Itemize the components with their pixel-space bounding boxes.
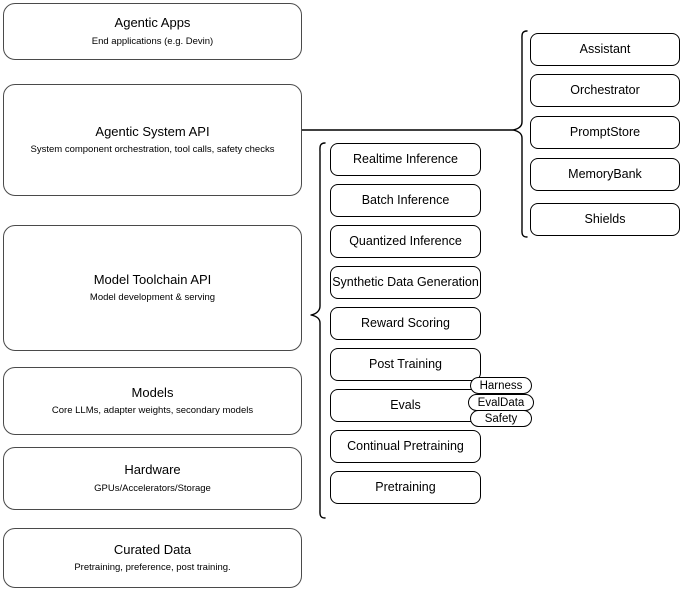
component-label: Realtime Inference bbox=[353, 151, 458, 166]
component-label: MemoryBank bbox=[568, 166, 642, 181]
component-label: PromptStore bbox=[569, 124, 641, 139]
component-label: Shields bbox=[584, 211, 626, 226]
component-label: Assistant bbox=[579, 41, 631, 56]
layer-subtitle: Model development & serving bbox=[89, 292, 216, 304]
layer-title: Agentic Apps bbox=[114, 15, 191, 31]
component-label: Pretraining bbox=[375, 479, 436, 494]
component-batch-inference[interactable]: Batch Inference bbox=[330, 184, 481, 217]
component-memorybank[interactable]: MemoryBank bbox=[530, 158, 680, 191]
component-evals[interactable]: Evals bbox=[330, 389, 481, 422]
component-label: Evals bbox=[390, 397, 421, 412]
layer-title: Model Toolchain API bbox=[93, 271, 212, 287]
tag-label: EvalData bbox=[477, 396, 525, 409]
component-label: Quantized Inference bbox=[349, 233, 462, 248]
tag-label: Harness bbox=[479, 379, 523, 392]
layer-subtitle: Core LLMs, adapter weights, secondary mo… bbox=[51, 405, 254, 417]
layer-model-toolchain-api[interactable]: Model Toolchain API Model development & … bbox=[3, 225, 302, 351]
layer-hardware[interactable]: Hardware GPUs/Accelerators/Storage bbox=[3, 447, 302, 510]
layer-models[interactable]: Models Core LLMs, adapter weights, secon… bbox=[3, 367, 302, 435]
layer-title: Curated Data bbox=[113, 541, 192, 557]
component-label: Post Training bbox=[369, 356, 442, 371]
component-pretraining[interactable]: Pretraining bbox=[330, 471, 481, 504]
layer-subtitle: GPUs/Accelerators/Storage bbox=[94, 482, 211, 494]
component-label: Synthetic Data Generation bbox=[332, 274, 479, 289]
layer-title: Hardware bbox=[124, 462, 181, 478]
brace-agentic-components bbox=[512, 30, 528, 238]
component-quantized-inference[interactable]: Quantized Inference bbox=[330, 225, 481, 258]
layer-curated-data[interactable]: Curated Data Pretraining, preference, po… bbox=[3, 528, 302, 588]
layer-agentic-system-api[interactable]: Agentic System API System component orch… bbox=[3, 84, 302, 196]
component-orchestrator[interactable]: Orchestrator bbox=[530, 74, 680, 107]
component-promptstore[interactable]: PromptStore bbox=[530, 116, 680, 149]
layer-agentic-apps[interactable]: Agentic Apps End applications (e.g. Devi… bbox=[3, 3, 302, 60]
component-post-training[interactable]: Post Training bbox=[330, 348, 481, 381]
component-label: Reward Scoring bbox=[361, 315, 450, 330]
tag-safety[interactable]: Safety bbox=[470, 410, 532, 427]
layer-subtitle: Pretraining, preference, post training. bbox=[74, 562, 231, 574]
component-label: Continual Pretraining bbox=[347, 438, 464, 453]
layer-subtitle: End applications (e.g. Devin) bbox=[91, 35, 214, 47]
brace-toolchain-components bbox=[310, 142, 326, 519]
tag-harness[interactable]: Harness bbox=[470, 377, 532, 394]
layer-title: Agentic System API bbox=[95, 123, 210, 139]
component-shields[interactable]: Shields bbox=[530, 203, 680, 236]
tag-evaldata[interactable]: EvalData bbox=[468, 394, 534, 411]
tag-label: Safety bbox=[484, 412, 518, 425]
component-reward-scoring[interactable]: Reward Scoring bbox=[330, 307, 481, 340]
component-label: Batch Inference bbox=[361, 192, 450, 207]
component-assistant[interactable]: Assistant bbox=[530, 33, 680, 66]
layer-subtitle: System component orchestration, tool cal… bbox=[30, 144, 275, 156]
component-continual-pretraining[interactable]: Continual Pretraining bbox=[330, 430, 481, 463]
component-realtime-inference[interactable]: Realtime Inference bbox=[330, 143, 481, 176]
layer-title: Models bbox=[131, 384, 174, 400]
component-synthetic-data-generation[interactable]: Synthetic Data Generation bbox=[330, 266, 481, 299]
component-label: Orchestrator bbox=[570, 82, 640, 97]
